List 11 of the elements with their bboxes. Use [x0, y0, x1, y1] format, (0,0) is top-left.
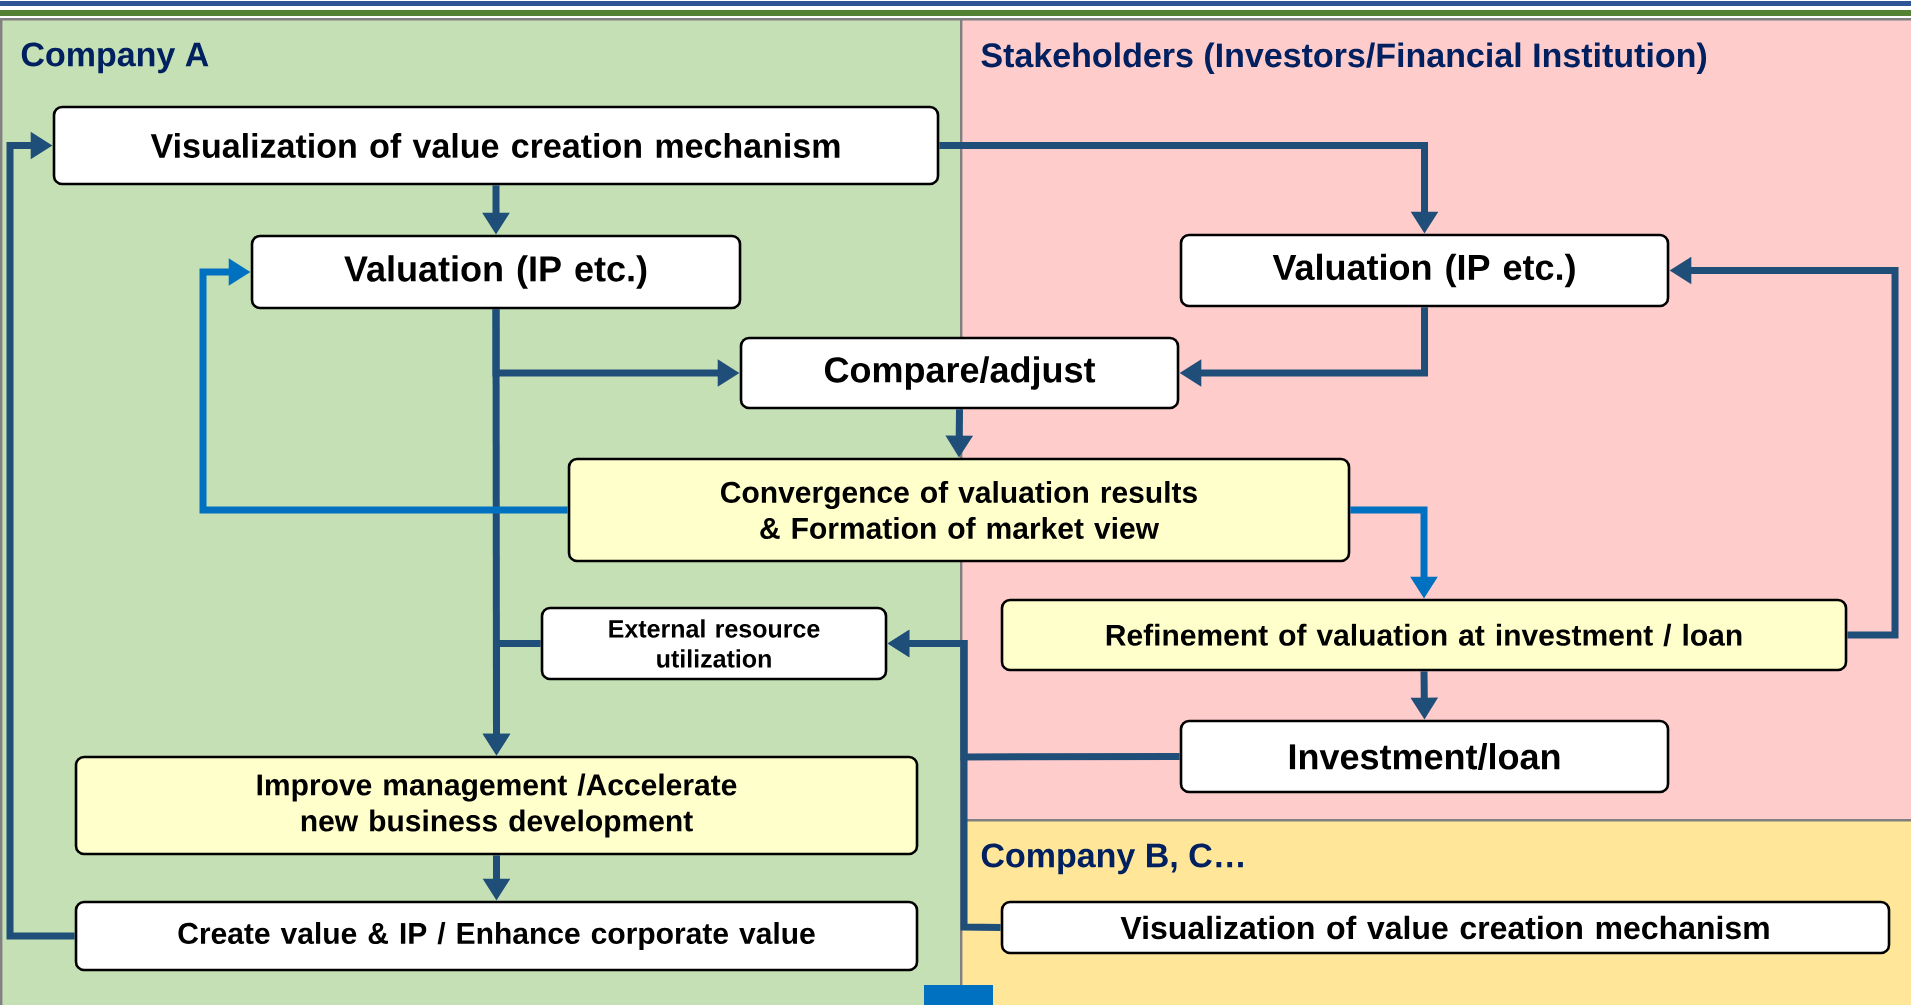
process-box: Convergence of valuation results & Formation of market view	[567, 457, 1351, 563]
process-box: Investment/loan	[1179, 719, 1670, 794]
process-box: Visualization of value creation mechanism	[52, 105, 940, 186]
process-box: Refinement of valuation at investment / loan	[1000, 598, 1848, 672]
process-box: Improve management /Accelerate new business development	[74, 755, 919, 856]
process-box: Valuation (IP etc.)	[1179, 233, 1670, 308]
process-box: Valuation (IP etc.)	[250, 234, 742, 310]
process-box: Visualization of value creation mechanism	[1000, 900, 1891, 955]
process-box: Create value & IP / Enhance corporate value	[74, 900, 919, 972]
process-box: External resource utilization	[540, 606, 888, 681]
process-box: Compare/adjust	[739, 336, 1180, 410]
